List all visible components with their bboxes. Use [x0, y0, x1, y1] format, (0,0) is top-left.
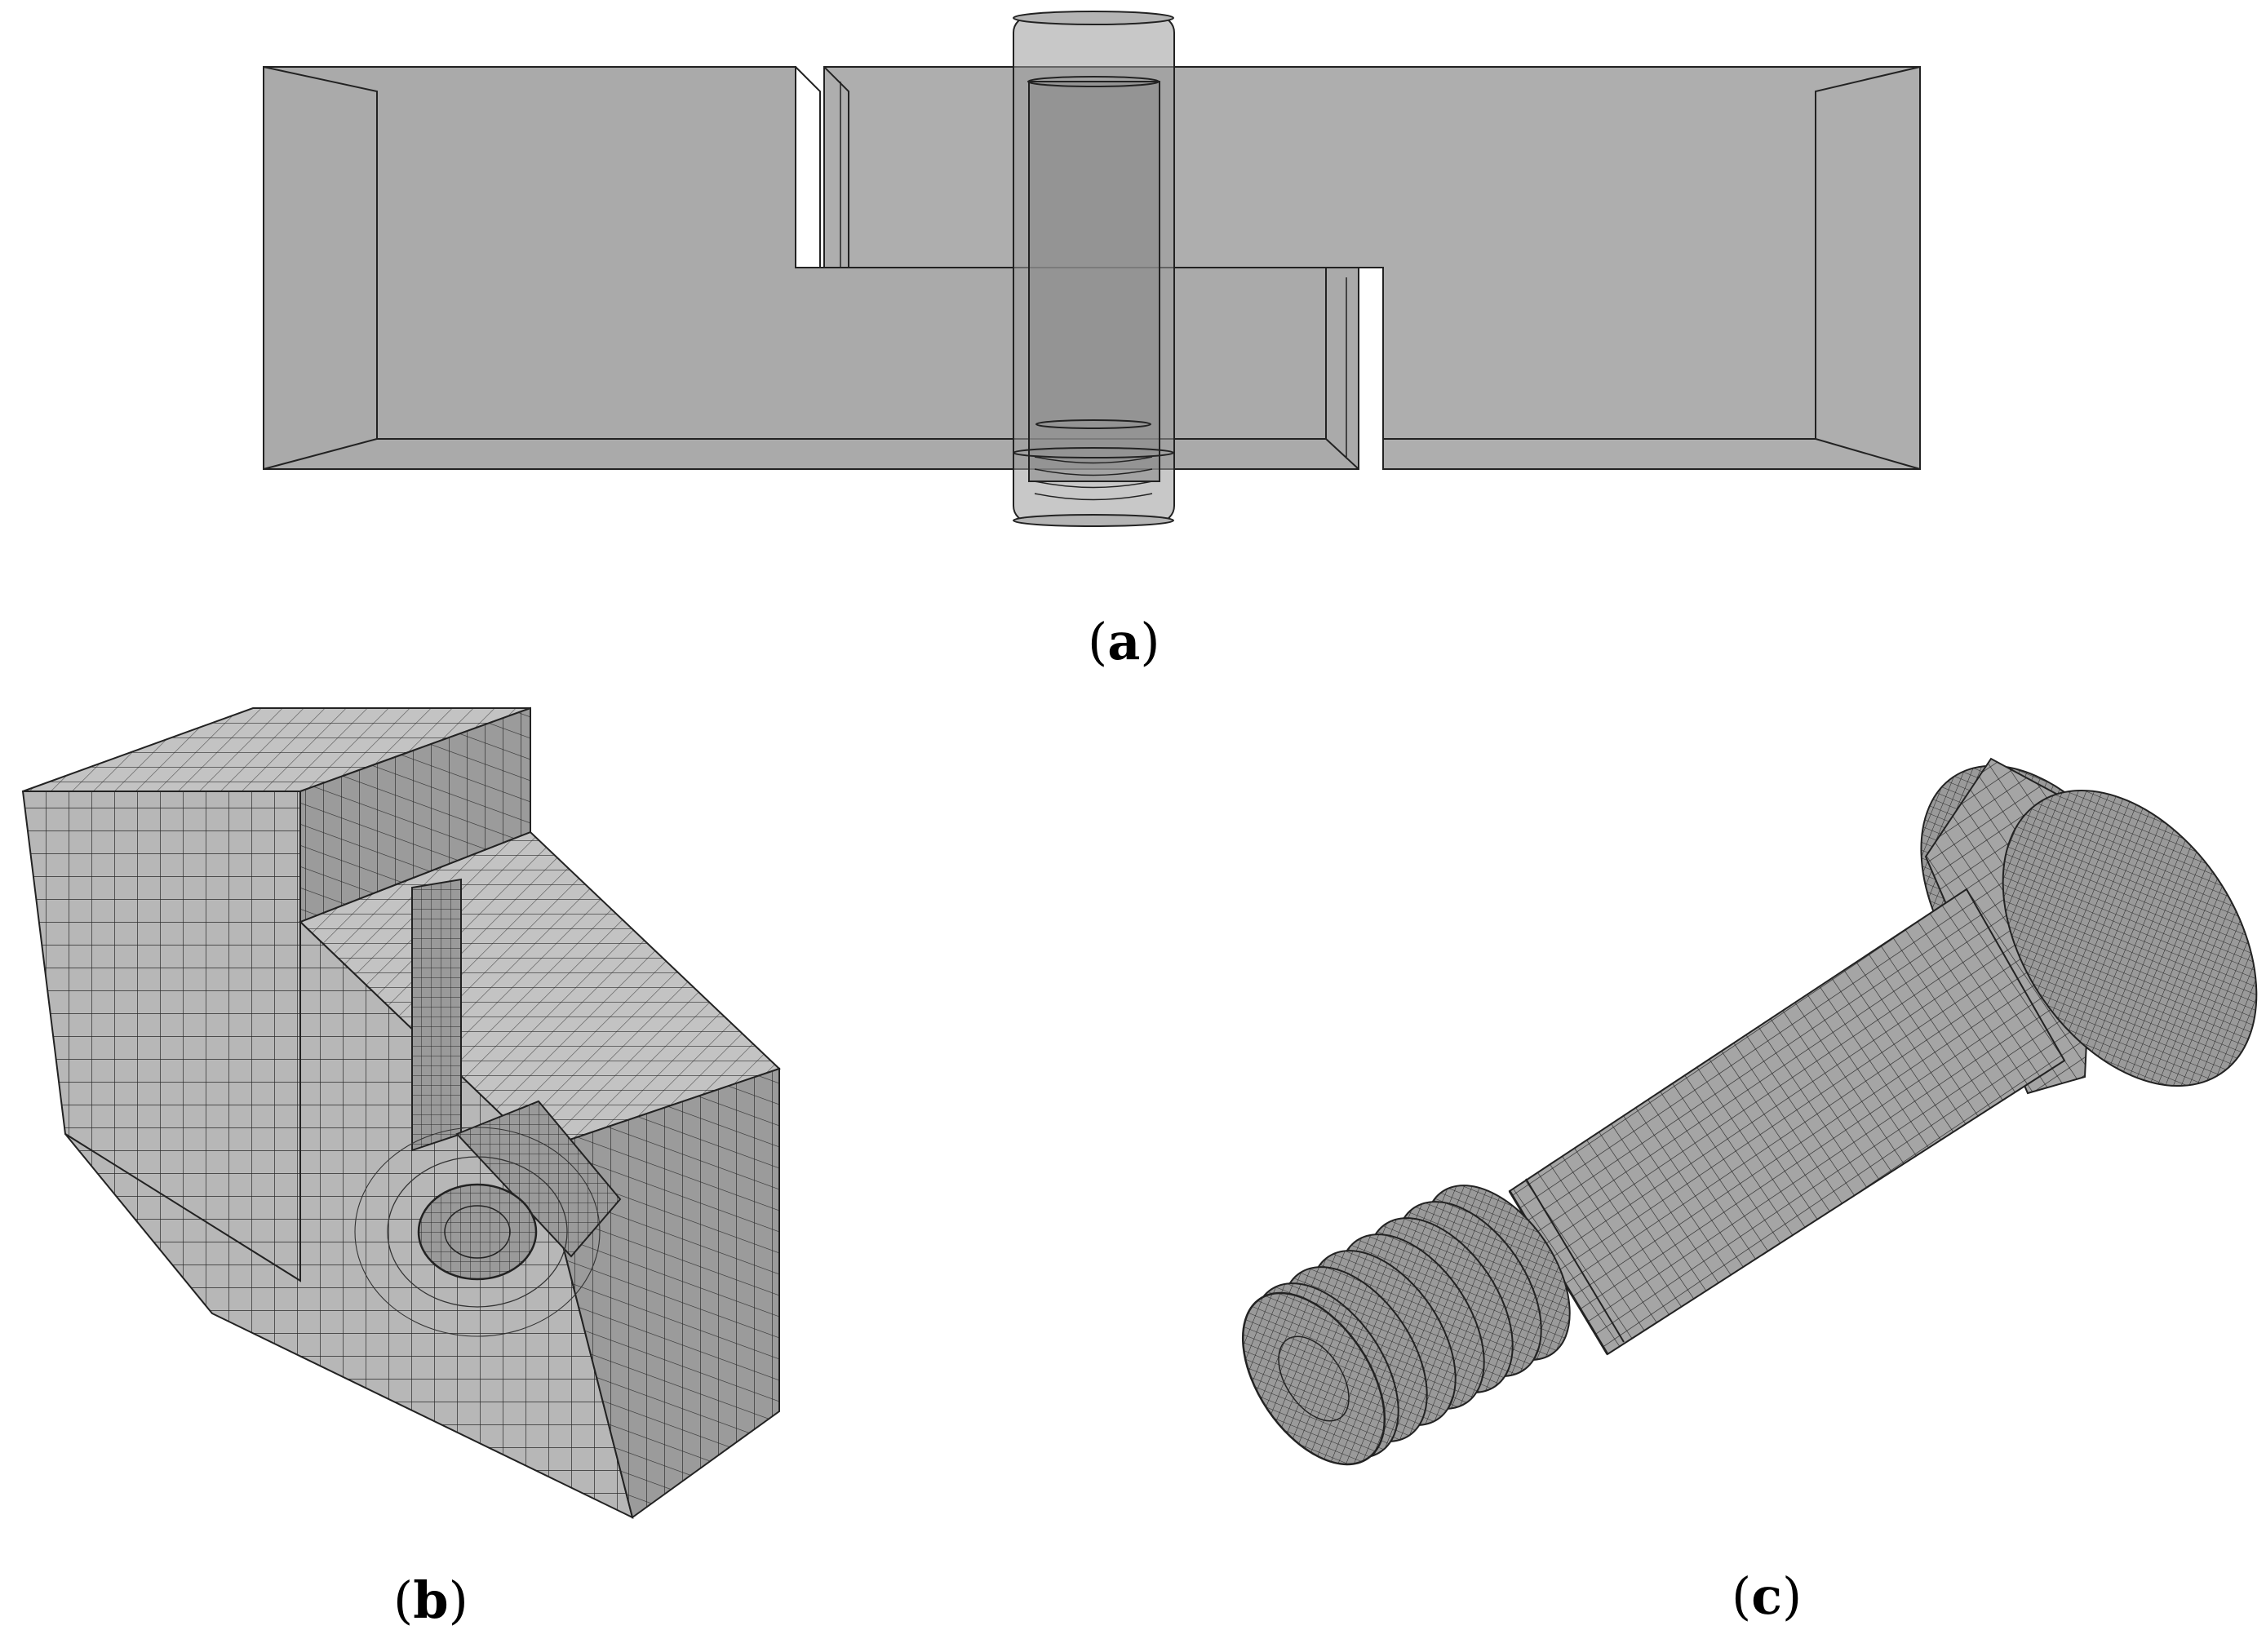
caption-b-close: ) [448, 1570, 468, 1630]
hole-wall-section [411, 878, 462, 1152]
caption-a-letter: a [1107, 612, 1141, 671]
caption-b-open: ( [393, 1570, 414, 1630]
caption-c: (c) [1732, 1566, 1802, 1626]
caption-c-letter: c [1751, 1566, 1782, 1626]
caption-a-open: ( [1088, 612, 1108, 671]
panel-a-lap-joint-figure: (a) [0, 0, 2266, 671]
hole-opening [417, 1183, 538, 1281]
caption-b-letter: b [413, 1570, 449, 1630]
plate-mesh-drawing [21, 706, 781, 1519]
bolt-shank [1508, 888, 2066, 1356]
caption-b: (b) [393, 1570, 468, 1630]
panel-b-plate-mesh-figure: (b) [0, 693, 816, 1652]
bolt [1013, 11, 1175, 527]
panel-c-bolt-mesh-figure: (c) [1224, 734, 2266, 1652]
caption-a-close: ) [1140, 612, 1160, 671]
lap-joint-drawing [263, 11, 1921, 527]
caption-a: (a) [1088, 612, 1160, 671]
caption-c-open: ( [1732, 1566, 1752, 1626]
bolt-model [1241, 757, 2258, 1466]
caption-c-close: ) [1781, 1566, 1803, 1626]
bolt-mesh-drawing [1241, 757, 2258, 1466]
bolt-end-face [1241, 1291, 1386, 1466]
bolt-head-face [2002, 789, 2258, 1087]
